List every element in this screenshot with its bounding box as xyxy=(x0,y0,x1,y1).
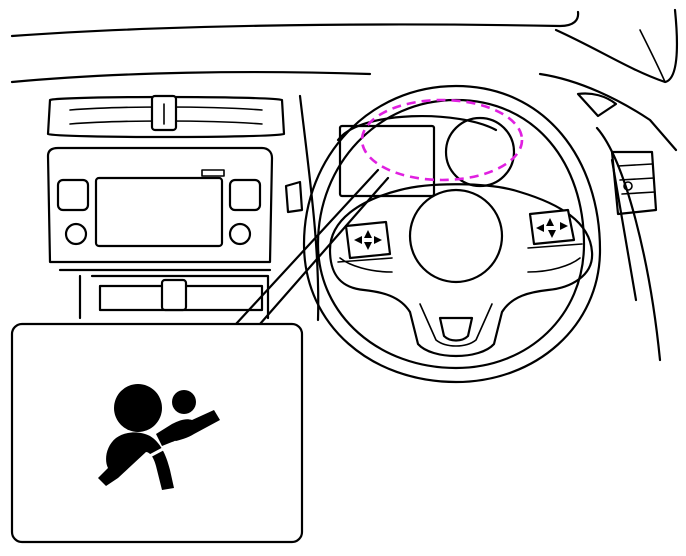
cluster-gauge xyxy=(444,116,516,188)
right-button xyxy=(228,178,262,212)
left-knob xyxy=(64,222,88,246)
airbag-warning-icon xyxy=(98,384,220,490)
windshield-outline xyxy=(10,8,679,84)
indicator-stalk xyxy=(284,180,304,214)
cluster-display xyxy=(338,124,436,198)
right-knob xyxy=(228,222,252,246)
left-switch-cluster xyxy=(337,220,393,263)
right-air-vent xyxy=(576,92,658,216)
airbag-pad xyxy=(408,188,504,284)
left-button xyxy=(56,178,90,212)
center-air-vents xyxy=(46,94,286,139)
infotainment-screen xyxy=(94,176,224,248)
right-switch-cluster xyxy=(527,208,583,249)
callout-leader xyxy=(234,168,390,326)
lower-console xyxy=(58,268,272,320)
steering-wheel xyxy=(302,84,602,384)
callout-box xyxy=(10,322,304,544)
highlight-ellipse xyxy=(360,98,524,182)
infotainment-unit xyxy=(46,146,274,264)
